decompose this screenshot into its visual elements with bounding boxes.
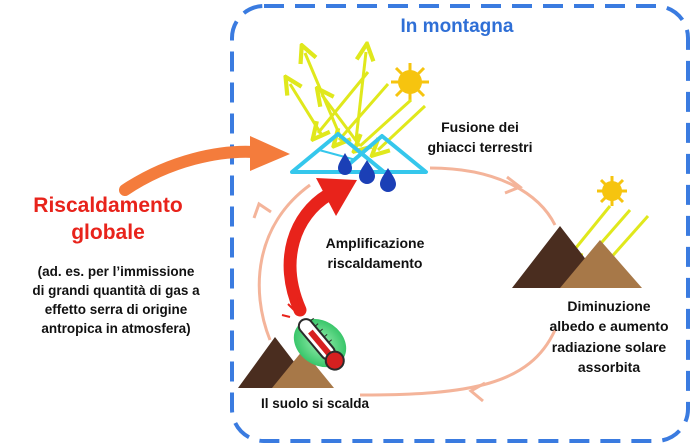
sun-icon	[391, 63, 429, 101]
cycle-arrows	[257, 166, 557, 397]
feedback-arrow	[283, 178, 357, 317]
driver-arrow	[119, 136, 290, 196]
feedback-label: Amplificazione riscaldamento	[300, 233, 450, 274]
feedback-label-line: riscaldamento	[327, 255, 423, 272]
driver-note-line: di grandi quantità di gas a	[32, 283, 200, 299]
driver-heading: Riscaldamento globale	[8, 192, 208, 247]
albedo-label-line: Diminuzione	[567, 298, 651, 314]
sunlight-rays-reflected	[290, 52, 366, 147]
melting-label: Fusione dei ghiacci terrestri	[405, 118, 555, 157]
rock-mountain-icon	[512, 226, 642, 288]
cycle-arrow-melt-to-albedo	[429, 166, 557, 226]
driver-note-line: antropica in atmosfera)	[41, 321, 191, 337]
driver-heading-line-1: Riscaldamento	[33, 194, 183, 217]
sun-icon	[597, 176, 627, 206]
driver-note: (ad. es. per l’immissione di grandi quan…	[2, 262, 230, 339]
diagram-title: In montagna	[400, 16, 514, 37]
ice-mountain-icon	[290, 132, 428, 174]
driver-note-line: (ad. es. per l’immissione	[37, 264, 195, 279]
thermometer-icon	[281, 297, 347, 371]
albedo-label-line: radiazione solare	[551, 338, 667, 355]
soil-label: Il suolo si scalda	[260, 396, 370, 411]
cycle-arrow-soil-to-melt	[257, 183, 311, 341]
albedo-label-line: assorbita	[577, 358, 641, 375]
rock-mountain-icon	[238, 337, 334, 388]
water-drop-icon	[338, 153, 396, 192]
mountain-frame	[230, 4, 690, 443]
albedo-label: Diminuzione albedo e aumento radiazione …	[520, 296, 695, 377]
driver-heading-line-2: globale	[71, 221, 145, 245]
albedo-label-line: albedo e aumento	[549, 318, 669, 335]
melting-label-line: Fusione dei	[441, 119, 519, 135]
cycle-arrowheads	[252, 175, 524, 403]
driver-note-line: effetto serra di origine	[44, 302, 188, 318]
cycle-arrow-albedo-to-soil	[359, 329, 557, 397]
melting-label-line: ghiacci terrestri	[427, 138, 533, 155]
feedback-label-line: Amplificazione	[325, 235, 425, 251]
